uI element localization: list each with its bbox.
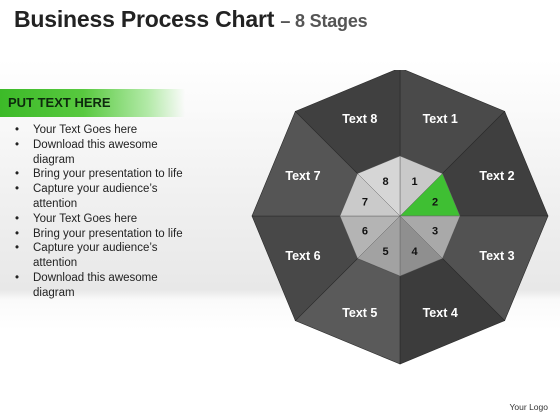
segment-number-3: 3: [432, 226, 438, 238]
bullet-item: Download this awesome diagram: [14, 271, 184, 301]
bullet-item: Capture your audience’s attention: [14, 241, 184, 271]
segment-number-6: 6: [362, 226, 368, 238]
segment-number-5: 5: [382, 246, 388, 258]
inner-segment-8: [357, 155, 401, 217]
segment-number-1: 1: [411, 176, 417, 188]
segment-label-6: Text 6: [285, 249, 320, 263]
page-title: Business Process Chart – 8 Stages: [14, 6, 368, 33]
segment-label-3: Text 3: [479, 249, 514, 263]
bullet-item: Capture your audience’s attention: [14, 182, 184, 212]
bullet-item: Download this awesome diagram: [14, 138, 184, 168]
segment-number-8: 8: [382, 176, 388, 188]
inner-ring: [339, 155, 461, 277]
banner-label: PUT TEXT HERE: [8, 95, 111, 110]
segment-label-4: Text 4: [423, 306, 458, 320]
bullet-item: Bring your presentation to life: [14, 227, 184, 242]
segment-number-2: 2: [432, 197, 438, 209]
segment-number-7: 7: [362, 197, 368, 209]
bullet-item: Your Text Goes here: [14, 212, 184, 227]
segment-label-5: Text 5: [342, 306, 377, 320]
segment-label-7: Text 7: [285, 169, 320, 183]
segment-label-2: Text 2: [479, 169, 514, 183]
segment-label-1: Text 1: [423, 112, 458, 126]
bullet-item: Your Text Goes here: [14, 123, 184, 138]
segment-label-8: Text 8: [342, 112, 377, 126]
bullet-list: Your Text Goes here Download this awesom…: [14, 123, 184, 301]
bullet-item: Bring your presentation to life: [14, 167, 184, 182]
text-banner: PUT TEXT HERE: [0, 89, 185, 117]
title-subtitle: – 8 Stages: [280, 11, 368, 31]
title-main: Business Process Chart: [14, 6, 275, 32]
segment-number-4: 4: [411, 246, 418, 258]
outer-ring: [251, 70, 549, 365]
logo-placeholder: Your Logo: [509, 402, 548, 412]
